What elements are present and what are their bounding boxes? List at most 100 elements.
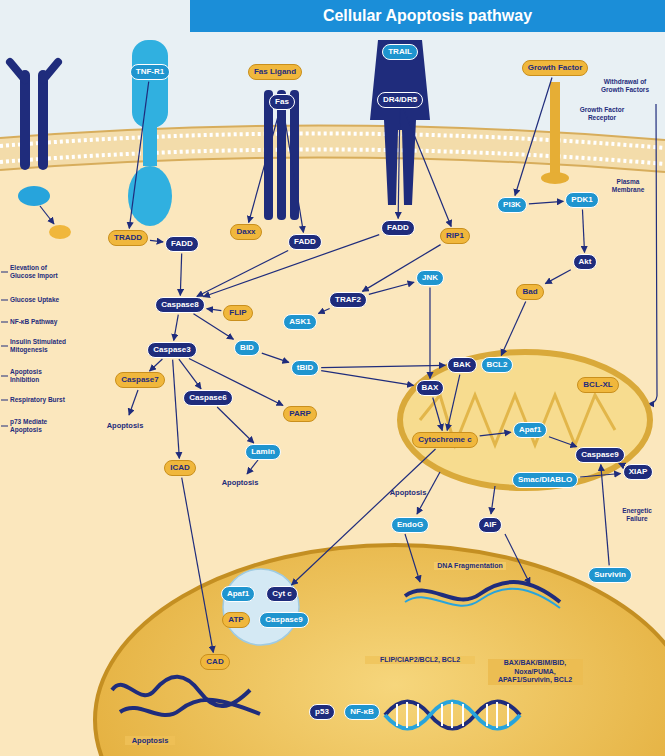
pathway-arrow [582, 210, 584, 253]
pathway-arrow [203, 235, 379, 297]
page-title: Cellular Apoptosis pathway [190, 0, 665, 32]
pathway-arrow [545, 270, 570, 284]
node-label: Caspase8 [161, 300, 198, 309]
protein-node: Fas [269, 94, 295, 109]
protein-node: Apaf1 [221, 586, 255, 601]
pathway-arrow [189, 358, 283, 405]
protein-node: JNK [416, 270, 444, 285]
signal-arrow [129, 390, 138, 415]
node-label: Caspase9 [581, 450, 618, 459]
node-label: Caspase7 [121, 375, 158, 384]
node-label: XIAP [629, 467, 648, 476]
annotation-label: Insulin Stimulated Mitogenesis [10, 338, 66, 354]
pathway-arrow [197, 250, 288, 296]
gf-receptor [541, 172, 569, 184]
pathway-arrow [182, 478, 214, 653]
protein-node: FADD [381, 220, 415, 235]
annotation-label: Respiratory Burst [10, 396, 66, 404]
protein-node: TNF-R1 [130, 64, 170, 79]
protein-node: FLIP [223, 305, 252, 320]
node-label: tBID [297, 363, 313, 372]
membrane-edge [0, 157, 665, 172]
node-label: Cyt c [272, 589, 292, 598]
pathway-arrow [433, 398, 443, 431]
node-label: TRAIL [388, 47, 412, 56]
pathway-arrow [180, 254, 181, 296]
node-label: BAK [453, 360, 470, 369]
node-label: Survivin [594, 570, 626, 579]
pathway-arrow [217, 407, 254, 443]
protein-node: Growth Factor [522, 60, 589, 75]
node-label: Growth Factor [528, 63, 583, 72]
node-label: TRADD [114, 233, 142, 242]
fas-receptor [264, 90, 273, 220]
protein-node: BID [234, 340, 260, 355]
annotation-label: Elevation of Glucose Import [10, 264, 66, 280]
annotation-label: Apoptosis [383, 488, 433, 497]
pathway-arrow [262, 353, 289, 362]
gf-receptor [550, 82, 560, 174]
annotation-label: p73 Mediate Apoptosis [10, 418, 66, 434]
node-label: CAD [206, 657, 223, 666]
node-label: Fas Ligand [254, 67, 296, 76]
node-label: BCL2 [487, 360, 508, 369]
node-label: AIF [484, 520, 497, 529]
protein-node: Survivin [588, 567, 632, 582]
node-label: ASK1 [289, 317, 310, 326]
annotation-label: Apoptosis [125, 736, 175, 745]
protein-node: Caspase7 [115, 372, 164, 387]
pathway-arrow [447, 375, 460, 431]
receptor-arm [10, 62, 58, 80]
protein-node: Caspase8 [155, 297, 204, 312]
signal-arrow [648, 104, 657, 404]
node-label: Akt [579, 257, 592, 266]
pathway-arrow [619, 463, 621, 465]
node-label: TNF-R1 [136, 67, 164, 76]
pathway-arrow [173, 360, 180, 459]
annotation-label: Plasma Membrane [606, 178, 650, 194]
protein-node: Caspase6 [183, 390, 232, 405]
pathway-arrow [284, 112, 304, 233]
protein-node: Cyt c [266, 586, 298, 601]
protein-node: ICAD [164, 460, 196, 475]
pathway-arrow [129, 82, 148, 229]
node-label: PARP [289, 409, 311, 418]
protein-node: Smac/DIABLO [512, 472, 578, 487]
annotation-label: BAX/BAK/BIM/BID, Noxa/PUMA, APAF1/Surviv… [488, 659, 583, 684]
node-label: Bad [522, 287, 537, 296]
protein-node: PDK1 [565, 192, 598, 207]
annotation-label: Apoptosis [100, 421, 150, 430]
pathway-arrow [549, 437, 577, 447]
protein-node: Bad [516, 284, 543, 299]
pathway-arrow [429, 288, 430, 379]
protein-node: RIP1 [440, 228, 470, 243]
tnf-receptor [132, 40, 168, 128]
node-label: ICAD [170, 463, 190, 472]
receptor-chain [20, 70, 30, 170]
node-label: BAX [422, 383, 439, 392]
annotation-label: Energetic Failure [614, 507, 660, 523]
protein-node: BCL2 [481, 357, 514, 372]
node-label: Caspase6 [189, 393, 226, 402]
pathway-arrow [179, 359, 201, 389]
annotation-label: Apoptosis Inhibition [10, 368, 66, 384]
lipid-heads [0, 149, 665, 164]
protein-node: p53 [309, 704, 335, 719]
annotation-label: Glucose Uptake [10, 296, 66, 304]
protein-node: Cytochrome c [412, 432, 477, 447]
node-label: Fas [275, 97, 289, 106]
annotation-label: Growth Factor Receptor [573, 106, 631, 122]
extracellular-ground [0, 0, 665, 140]
protein-node: Akt [573, 254, 598, 269]
protein-node: Lamin [245, 444, 281, 459]
pathway-arrow [580, 473, 621, 476]
pathway-arrow [150, 240, 163, 241]
dna-helix [385, 702, 520, 729]
annotation-label: Apoptosis [215, 478, 265, 487]
node-label: BID [240, 343, 254, 352]
protein-node: ATP [222, 612, 249, 627]
receptor-chain [38, 70, 48, 170]
signal-arrow [405, 534, 420, 582]
protein-node: tBID [291, 360, 319, 375]
